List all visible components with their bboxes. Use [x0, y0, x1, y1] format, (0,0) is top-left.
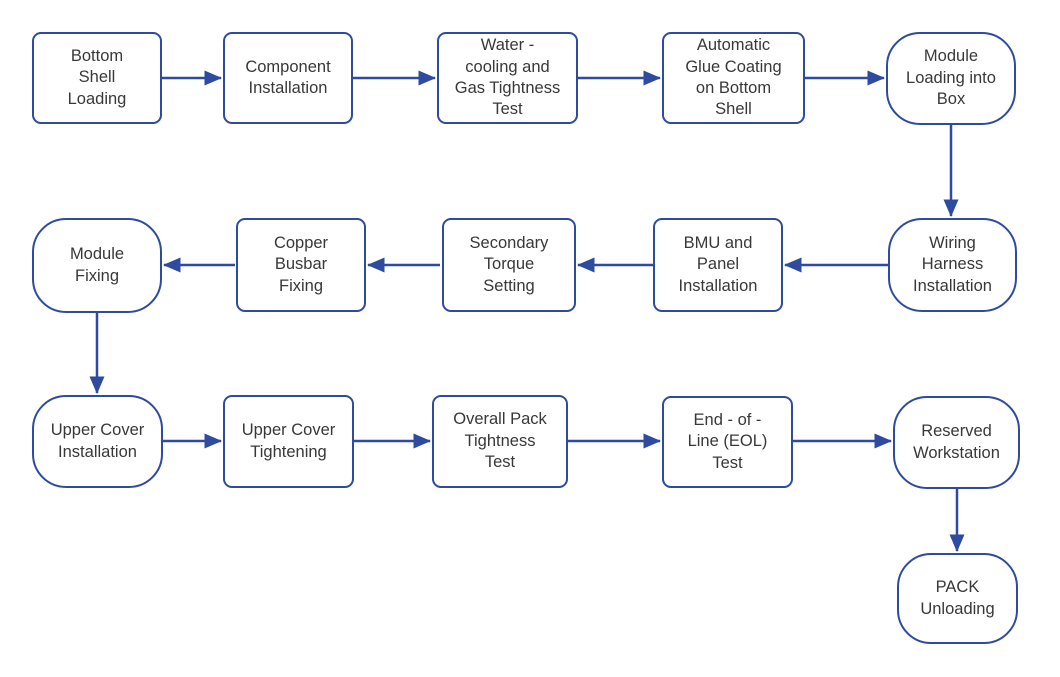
node-wiring-harness-installation: Wiring Harness Installation: [888, 218, 1017, 312]
node-automatic-glue-coating: Automatic Glue Coating on Bottom Shell: [662, 32, 805, 124]
node-module-loading-into-box: Module Loading into Box: [886, 32, 1016, 125]
node-label: Automatic Glue Coating on Bottom Shell: [685, 36, 782, 119]
node-end-of-line-test: End - of - Line (EOL) Test: [662, 396, 793, 488]
node-label: PACK Unloading: [920, 578, 995, 618]
node-label: Reserved Workstation: [913, 422, 1000, 462]
node-bmu-panel-installation: BMU and Panel Installation: [653, 218, 783, 312]
node-label: Module Fixing: [69, 245, 125, 285]
node-upper-cover-tightening: Upper Cover Tightening: [223, 395, 354, 488]
node-secondary-torque-setting: Secondary Torque Setting: [442, 218, 576, 312]
node-module-fixing: Module Fixing: [32, 218, 162, 313]
node-label: Water - cooling and Gas Tightness Test: [454, 36, 561, 119]
node-bottom-shell-loading: Bottom Shell Loading: [32, 32, 162, 124]
node-label: Component Installation: [245, 57, 331, 97]
node-label: Module Loading into Box: [906, 47, 996, 109]
node-overall-pack-tightness-test: Overall Pack Tightness Test: [432, 395, 568, 488]
node-label: Wiring Harness Installation: [913, 233, 992, 295]
node-pack-unloading: PACK Unloading: [897, 553, 1018, 644]
node-label: BMU and Panel Installation: [678, 233, 758, 295]
node-upper-cover-installation: Upper Cover Installation: [32, 395, 163, 488]
node-label: Upper Cover Installation: [50, 421, 145, 461]
node-label: Copper Busbar Fixing: [273, 233, 329, 295]
node-reserved-workstation: Reserved Workstation: [893, 396, 1020, 489]
node-component-installation: Component Installation: [223, 32, 353, 124]
node-copper-busbar-fixing: Copper Busbar Fixing: [236, 218, 366, 312]
node-water-cooling-gas-test: Water - cooling and Gas Tightness Test: [437, 32, 578, 124]
node-label: Secondary Torque Setting: [469, 233, 549, 295]
node-label: Overall Pack Tightness Test: [453, 410, 547, 472]
node-label: Bottom Shell Loading: [67, 46, 127, 108]
node-label: Upper Cover Tightening: [241, 421, 336, 461]
node-label: End - of - Line (EOL) Test: [687, 410, 768, 472]
